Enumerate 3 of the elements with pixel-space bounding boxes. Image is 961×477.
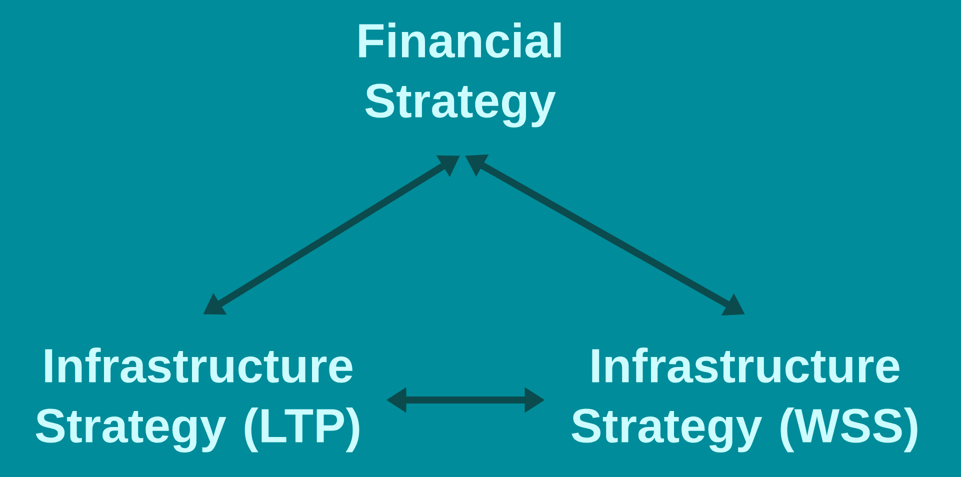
node-label: Infrastructure Strategy (WSS) [572,348,918,452]
node-label: Financial Strategy [359,22,561,128]
node-label: Infrastructure Strategy (LTP) [36,348,360,452]
